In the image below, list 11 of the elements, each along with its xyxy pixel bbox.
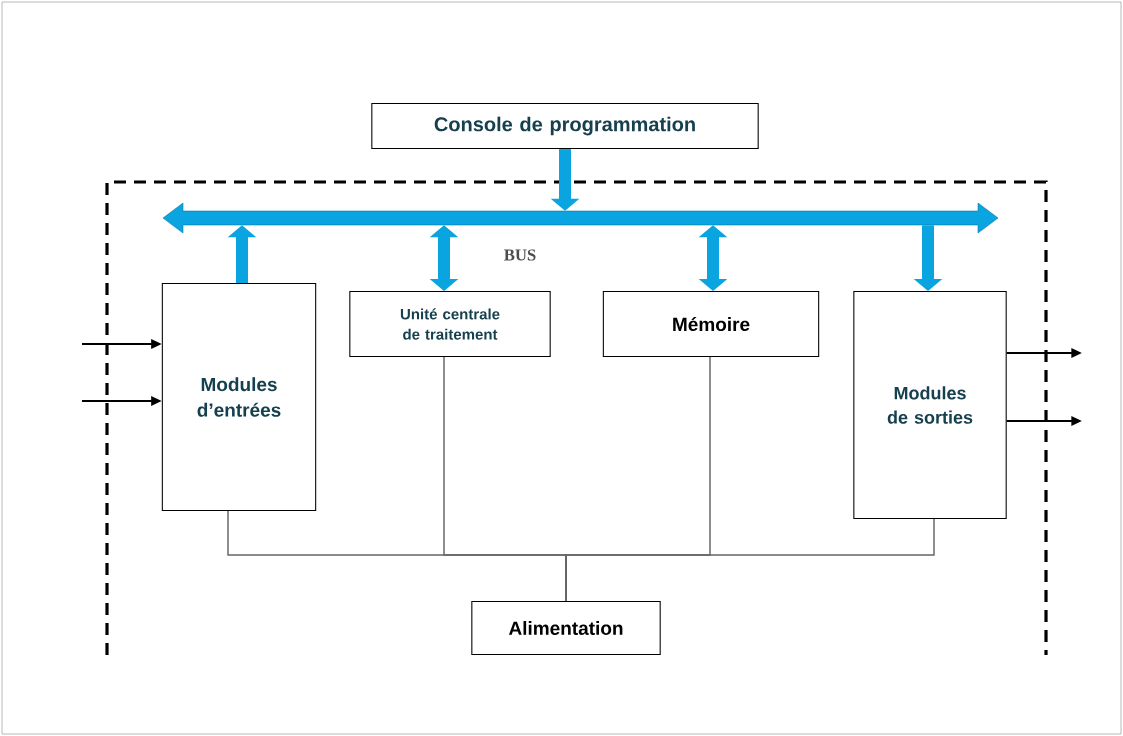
bus-arrow [698, 225, 728, 291]
block-box: Modules de sorties [853, 290, 1007, 520]
block-box: Alimentation [471, 600, 661, 656]
bus-arrow [429, 225, 459, 291]
block-box: Unité centrale de traitement [349, 290, 551, 358]
block-box: Mémoire [602, 290, 820, 358]
bus-arrow [162, 202, 999, 234]
bus-label: BUS [504, 249, 536, 261]
power-line [565, 518, 935, 602]
block-box: Console de programmation [371, 102, 759, 150]
block-box: Modules d’entrées [161, 282, 317, 512]
